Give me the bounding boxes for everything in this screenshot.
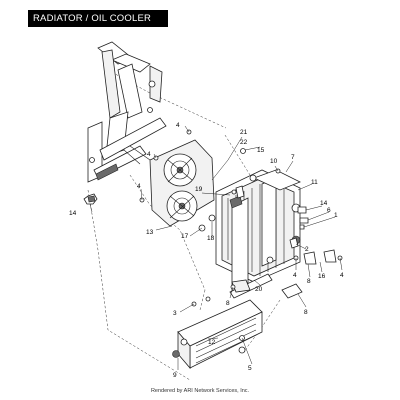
copyright-footer: Rendered by ARI Network Services, Inc. [150,388,250,394]
callout-1: 1 [334,212,338,219]
leader-lines [89,125,343,370]
callout-20: 20 [255,286,263,293]
callout-4: 4 [340,272,344,279]
callout-12: 12 [208,339,216,346]
callout-16: 16 [318,273,326,280]
callout-9: 9 [173,372,177,379]
callout-3: 3 [173,310,177,317]
callout-21: 21 [240,129,248,136]
oil-cooler [172,299,263,370]
fan-assembly [149,139,215,227]
callout-6: 6 [327,207,331,214]
callout-19: 19 [195,186,203,193]
callout-labels: 4 4 4 21 22 15 10 7 11 19 14 6 1 14 13 1… [69,122,344,379]
callout-2: 2 [305,246,309,253]
callout-8: 8 [226,300,230,307]
diagram-title: RADIATOR / OIL COOLER [28,10,168,27]
frame-assembly [87,41,167,183]
callout-4: 4 [137,183,141,190]
callout-4: 4 [147,151,151,158]
callout-11: 11 [311,179,318,186]
callout-22: 22 [240,139,248,146]
callout-8: 8 [304,309,308,316]
callout-4: 4 [176,122,180,129]
callout-17: 17 [181,233,189,240]
callout-14: 14 [320,200,328,207]
callout-7: 7 [291,154,295,161]
radiator [215,169,301,299]
callout-5: 5 [248,365,252,372]
callout-13: 13 [146,229,154,236]
callout-18: 18 [207,235,215,242]
callout-4: 4 [293,272,297,279]
callout-8: 8 [307,278,311,285]
hardware [83,129,343,341]
callout-14: 14 [69,210,77,217]
callout-10: 10 [270,158,278,165]
callout-15: 15 [257,147,265,154]
